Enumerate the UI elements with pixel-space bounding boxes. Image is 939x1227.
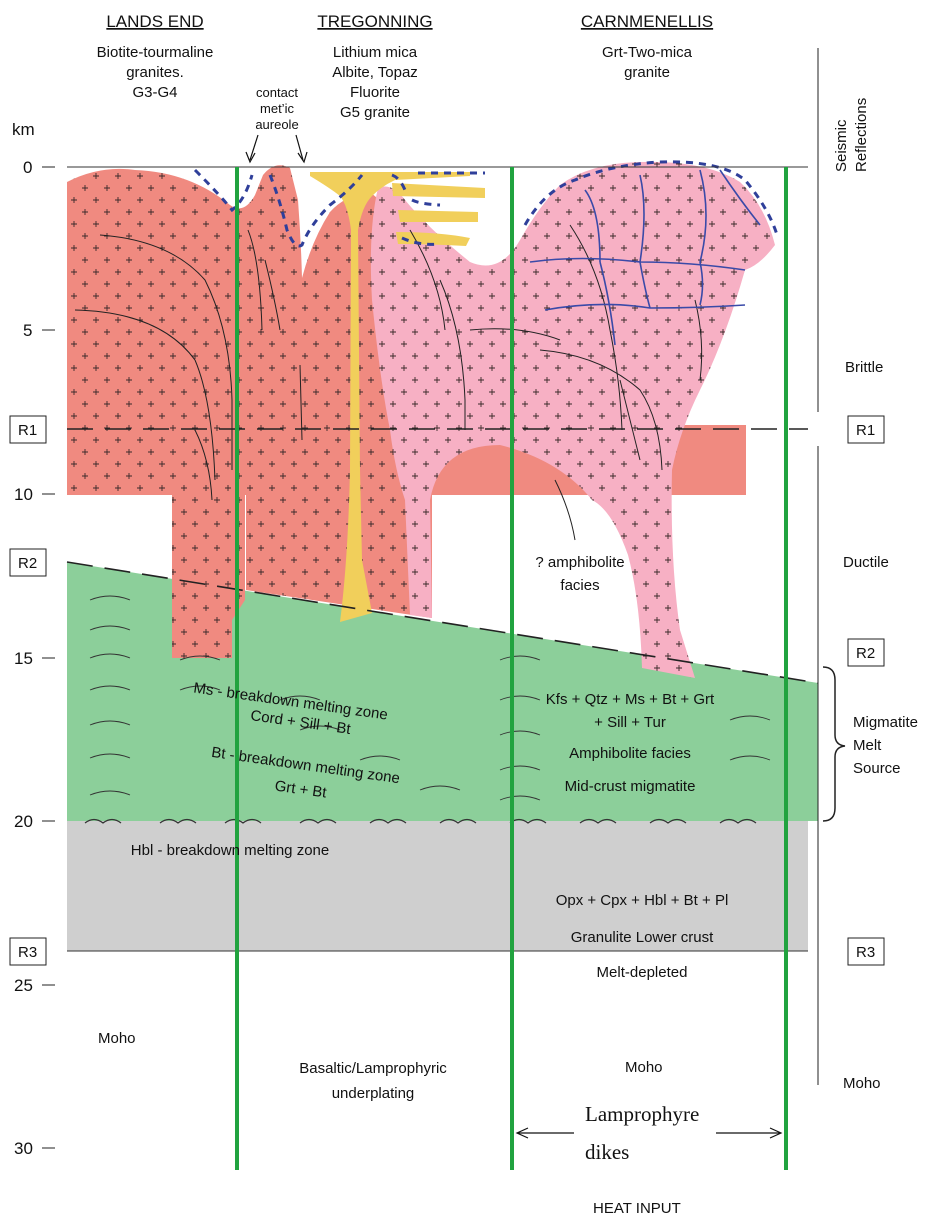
lamprophyre-label: dikes [585,1140,629,1164]
moho-right-label: Moho [843,1075,881,1092]
amphibolite-question-label: facies [560,577,599,594]
lands-end-title: LANDS END [106,12,203,31]
lamprophyre-label: Lamprophyre [585,1102,699,1126]
contact-aureole-label: contact met’ic aureole [246,85,307,162]
melt-depleted-label: Melt-depleted [597,964,688,981]
seismic-reflections-title: Seismic [833,119,850,172]
tick-label: 5 [23,321,32,340]
brittle-label: Brittle [845,359,883,376]
amphibolite-question-label: ? amphibolite [535,554,624,571]
reflector-label-r2-left: R2 [18,555,37,572]
migmatite-label: Source [853,760,901,777]
carnmenellis-desc: Grt-Two-mica [602,44,693,61]
hbl-breakdown-label: Hbl - breakdown melting zone [131,842,329,859]
mid-crust-label: Mid-crust migmatite [565,778,696,795]
lands-end-desc: Biotite-tourmaline [97,44,214,61]
tregonning-desc: Albite, Topaz [332,64,418,81]
basaltic-label: Basaltic/Lamprophyric [299,1060,447,1077]
tregonning-desc: Fluorite [350,84,400,101]
sill-tur-label: + Sill + Tur [594,714,666,731]
svg-text:met’ic: met’ic [260,101,294,116]
lands-end-desc: G3-G4 [132,84,177,101]
tick-label: 0 [23,158,32,177]
tick-label: 20 [14,812,33,831]
svg-text:contact: contact [256,85,298,100]
depth-axis: km 0 5 10 15 20 25 30 [12,120,55,1158]
tick-label: 10 [14,485,33,504]
kfs-label: Kfs + Qtz + Ms + Bt + Grt [546,691,715,708]
reflector-label-r2-right: R2 [856,645,875,662]
column-headers: LANDS END Biotite-tourmaline granites. G… [97,12,713,121]
reflector-label-r1-left: R1 [18,422,37,439]
carnmenellis-desc: granite [624,64,670,81]
tregonning-title: TREGONNING [317,12,432,31]
tick-label: 15 [14,649,33,668]
svg-text:aureole: aureole [255,117,298,132]
ductile-label: Ductile [843,554,889,571]
seismic-reflections-title: Reflections [853,98,870,172]
carnmenellis-title: CARNMENELLIS [581,12,713,31]
migmatite-label: Migmatite [853,714,918,731]
lands-end-desc: granites. [126,64,184,81]
reflector-label-r3-left: R3 [18,944,37,961]
right-column-annotations: Seismic Reflections Brittle Ductile Migm… [818,48,918,1092]
tregonning-desc: Lithium mica [333,44,418,61]
tregonning-desc: G5 granite [340,104,410,121]
moho-center-label: Moho [625,1059,663,1076]
lamprophyre-annotation: Lamprophyre dikes [517,1102,781,1164]
tick-label: 30 [14,1139,33,1158]
tick-label: 25 [14,976,33,995]
moho-left-label: Moho [98,1030,136,1047]
reflector-label-r1-right: R1 [856,422,875,439]
basaltic-label: underplating [332,1085,415,1102]
heat-input-label: HEAT INPUT [593,1200,681,1217]
axis-unit: km [12,120,35,139]
granulite-label: Granulite Lower crust [571,929,714,946]
reflector-label-r3-right: R3 [856,944,875,961]
migmatite-label: Melt [853,737,882,754]
amphibolite-facies-label: Amphibolite facies [569,745,691,762]
opx-cpx-label: Opx + Cpx + Hbl + Bt + Pl [556,892,729,909]
